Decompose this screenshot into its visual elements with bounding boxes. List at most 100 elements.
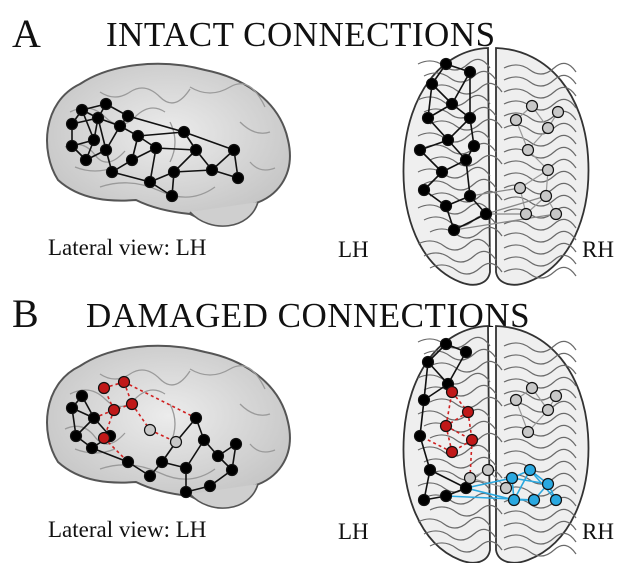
network-node (145, 177, 156, 188)
network-node (157, 457, 168, 468)
network-node (115, 121, 126, 132)
network-node (415, 431, 426, 442)
network-node (151, 143, 162, 154)
network-node (179, 127, 190, 138)
network-node (483, 465, 494, 476)
network-node (167, 191, 178, 202)
network-node (133, 131, 144, 142)
network-node (449, 225, 460, 236)
network-node (419, 395, 430, 406)
network-node (419, 185, 430, 196)
network-node (89, 413, 100, 424)
network-node (423, 113, 434, 124)
network-node (543, 123, 554, 134)
network-node (71, 431, 82, 442)
network-node (127, 399, 138, 410)
network-node (447, 387, 458, 398)
network-node (551, 495, 562, 506)
network-node (425, 465, 436, 476)
network-node (81, 155, 92, 166)
network-node (123, 457, 134, 468)
network-node (443, 135, 454, 146)
network-node (551, 209, 562, 220)
network-node (509, 495, 520, 506)
network-node (441, 491, 452, 502)
left-hemisphere (403, 48, 490, 285)
network-node (99, 383, 110, 394)
network-node (107, 167, 118, 178)
network-node (145, 425, 156, 436)
network-node (205, 481, 216, 492)
network-node (87, 443, 98, 454)
network-node (423, 357, 434, 368)
left-hemisphere (403, 326, 490, 563)
network-node (543, 405, 554, 416)
network-node (427, 79, 438, 90)
network-node (447, 447, 458, 458)
network-node (437, 167, 448, 178)
network-node (521, 209, 532, 220)
network-node (553, 107, 564, 118)
network-node (481, 209, 492, 220)
network-node (465, 473, 476, 484)
network-node (515, 183, 526, 194)
network-node (231, 439, 242, 450)
network-node (171, 437, 182, 448)
network-node (527, 383, 538, 394)
network-node (461, 347, 472, 358)
network-node (461, 483, 472, 494)
network-node (101, 99, 112, 110)
network-node (169, 167, 180, 178)
network-node (109, 405, 120, 416)
network-node (77, 105, 88, 116)
network-node (415, 145, 426, 156)
network-node (99, 433, 110, 444)
network-node (501, 483, 512, 494)
network-node (467, 435, 478, 446)
network-node (469, 141, 480, 152)
network-node (93, 113, 104, 124)
network-node (441, 201, 452, 212)
network-node (461, 155, 472, 166)
network-node (465, 191, 476, 202)
panel-a-lateral-brain (47, 64, 290, 226)
network-node (525, 465, 536, 476)
network-node (541, 191, 552, 202)
network-node (441, 59, 452, 70)
network-node (127, 155, 138, 166)
network-node (67, 119, 78, 130)
network-node (447, 99, 458, 110)
network-node (207, 165, 218, 176)
network-node (67, 403, 78, 414)
network-node (233, 173, 244, 184)
network-node (529, 495, 540, 506)
network-node (527, 101, 538, 112)
network-node (511, 395, 522, 406)
network-node (89, 135, 100, 146)
network-node (543, 479, 554, 490)
network-node (191, 145, 202, 156)
network-node (213, 451, 224, 462)
network-node (67, 141, 78, 152)
lateral-brain-outline (47, 346, 290, 502)
network-node (119, 377, 130, 388)
network-node (181, 463, 192, 474)
network-node (551, 391, 562, 402)
network-node (191, 413, 202, 424)
network-node (181, 487, 192, 498)
network-node (507, 473, 518, 484)
network-node (229, 145, 240, 156)
network-node (463, 407, 474, 418)
network-node (465, 113, 476, 124)
panel-b-lateral-brain (47, 346, 290, 508)
network-node (145, 471, 156, 482)
network-node (101, 145, 112, 156)
network-node (441, 421, 452, 432)
network-node (227, 465, 238, 476)
network-node (465, 67, 476, 78)
network-node (511, 115, 522, 126)
network-node (419, 495, 430, 506)
network-node (543, 165, 554, 176)
network-node (441, 339, 452, 350)
